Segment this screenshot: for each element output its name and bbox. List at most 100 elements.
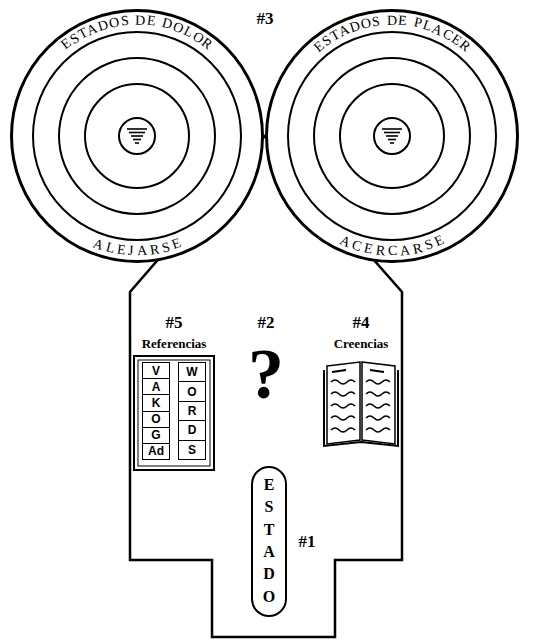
arc-letter: S bbox=[371, 13, 381, 30]
modality-letter: Ad bbox=[143, 444, 169, 459]
text-anchor: #5 bbox=[166, 313, 183, 332]
arc-letter: E bbox=[398, 13, 408, 30]
ring bbox=[340, 84, 444, 188]
pain-state-circle: ESTADOS DE DOLORALEJARSE bbox=[10, 9, 264, 263]
arc-letter bbox=[130, 13, 134, 29]
funnel-line bbox=[384, 132, 400, 134]
arrow-house-shape bbox=[130, 136, 402, 637]
ring bbox=[314, 58, 470, 214]
beliefs-book bbox=[317, 356, 405, 448]
modality-letter: K bbox=[143, 395, 169, 411]
center-ring bbox=[119, 118, 155, 154]
pleasure-state-circle: ESTADOS DE PLACER ACERCARSE bbox=[265, 9, 519, 263]
text-anchor: ESTADOS DE DOLOR bbox=[56, 10, 218, 56]
arc-letter: D bbox=[135, 12, 146, 28]
book-group bbox=[324, 362, 398, 446]
page-squiggle bbox=[331, 392, 355, 396]
arc-letter: C bbox=[350, 237, 364, 255]
outer-ring bbox=[267, 11, 518, 262]
arc-label: ALEJARSE bbox=[87, 233, 188, 262]
modality-letter: W bbox=[179, 363, 205, 382]
state-label: ESTADO bbox=[261, 474, 277, 608]
arc-letter: A bbox=[91, 235, 106, 253]
ring bbox=[85, 84, 189, 188]
modality-letter: A bbox=[143, 379, 169, 395]
arc-letter: E bbox=[170, 235, 184, 253]
ring bbox=[288, 32, 496, 240]
arc-letter: E bbox=[116, 242, 127, 259]
arc-letter: J bbox=[128, 243, 134, 259]
funnel-line bbox=[133, 139, 141, 141]
outer-ring bbox=[12, 11, 263, 262]
question-mark: ? bbox=[248, 338, 284, 410]
page-squiggle bbox=[366, 404, 390, 408]
center-ring bbox=[374, 118, 410, 154]
frame-outer bbox=[134, 356, 214, 470]
page-header bbox=[332, 370, 346, 372]
callout-number: #1 bbox=[299, 532, 316, 551]
arc-letter: R bbox=[412, 240, 425, 258]
text-anchor: ALEJARSE bbox=[87, 233, 188, 262]
modality-letter: G bbox=[143, 428, 169, 444]
text-anchor: ESTADOS DE PLACER bbox=[308, 10, 476, 58]
modality-letter: R bbox=[179, 402, 205, 421]
page-squiggle bbox=[366, 380, 390, 384]
frame-inner bbox=[138, 360, 210, 466]
arc-letter: R bbox=[149, 242, 161, 259]
callout-number: #2 bbox=[258, 313, 275, 332]
page-squiggle bbox=[331, 416, 355, 420]
callout-number: #4 bbox=[353, 313, 370, 332]
funnel-line bbox=[388, 139, 396, 141]
arc-letter bbox=[381, 13, 386, 29]
text-anchor: ? bbox=[248, 338, 284, 410]
modality-letter: O bbox=[143, 412, 169, 428]
funnel-line bbox=[131, 135, 143, 137]
state-target-circle bbox=[10, 9, 264, 263]
references-panel: ReferenciasVAKOGAdWORDS bbox=[129, 336, 219, 472]
callout-number: #3 bbox=[257, 9, 274, 28]
arc-letter: S bbox=[120, 13, 129, 30]
beliefs-panel: Creencias bbox=[317, 336, 405, 450]
text-anchor: #2 bbox=[258, 313, 275, 332]
arc-letter: L bbox=[104, 239, 116, 257]
arc-letter: C bbox=[388, 243, 397, 259]
modality-letter: S bbox=[179, 441, 205, 459]
book-page bbox=[327, 362, 360, 444]
page-squiggle bbox=[331, 428, 355, 432]
funnel-line bbox=[127, 128, 147, 130]
modality-letter: D bbox=[179, 421, 205, 440]
arc-label: ESTADOS DE DOLOR bbox=[56, 10, 218, 56]
arc-letter: A bbox=[137, 243, 148, 259]
text-anchor: #3 bbox=[257, 9, 274, 28]
arc-label: ACERCARSE bbox=[334, 230, 450, 262]
book-page bbox=[362, 362, 395, 444]
panel-heading: Creencias bbox=[317, 336, 405, 352]
arc-letter: E bbox=[146, 13, 156, 30]
callout-number: #5 bbox=[166, 313, 183, 332]
arc-letter: E bbox=[363, 240, 375, 257]
arc-label: ESTADOS DE PLACER bbox=[308, 10, 476, 58]
text-anchor: #1 bbox=[299, 532, 316, 551]
page-squiggle bbox=[331, 404, 355, 408]
modality-letter: O bbox=[179, 382, 205, 401]
text-anchor: ACERCARSE bbox=[334, 230, 450, 262]
modality-letter: V bbox=[143, 363, 169, 379]
arc-letter: D bbox=[387, 12, 397, 28]
modality-column: VAKOGAd bbox=[142, 362, 170, 460]
arc-letter: R bbox=[375, 242, 386, 259]
funnel-line bbox=[386, 135, 398, 137]
funnel-line bbox=[382, 128, 402, 130]
words-column: WORDS bbox=[178, 362, 206, 460]
page-squiggle bbox=[366, 416, 390, 420]
funnel-line bbox=[129, 132, 145, 134]
state-capsule: ESTADO bbox=[251, 466, 287, 617]
page-squiggle bbox=[331, 380, 355, 384]
funnel-line bbox=[390, 142, 394, 144]
page-header bbox=[370, 370, 384, 372]
page-squiggle bbox=[366, 392, 390, 396]
panel-heading: Referencias bbox=[129, 336, 219, 352]
page-squiggle bbox=[366, 428, 390, 432]
text-anchor: #4 bbox=[353, 313, 370, 332]
ring bbox=[33, 32, 241, 240]
